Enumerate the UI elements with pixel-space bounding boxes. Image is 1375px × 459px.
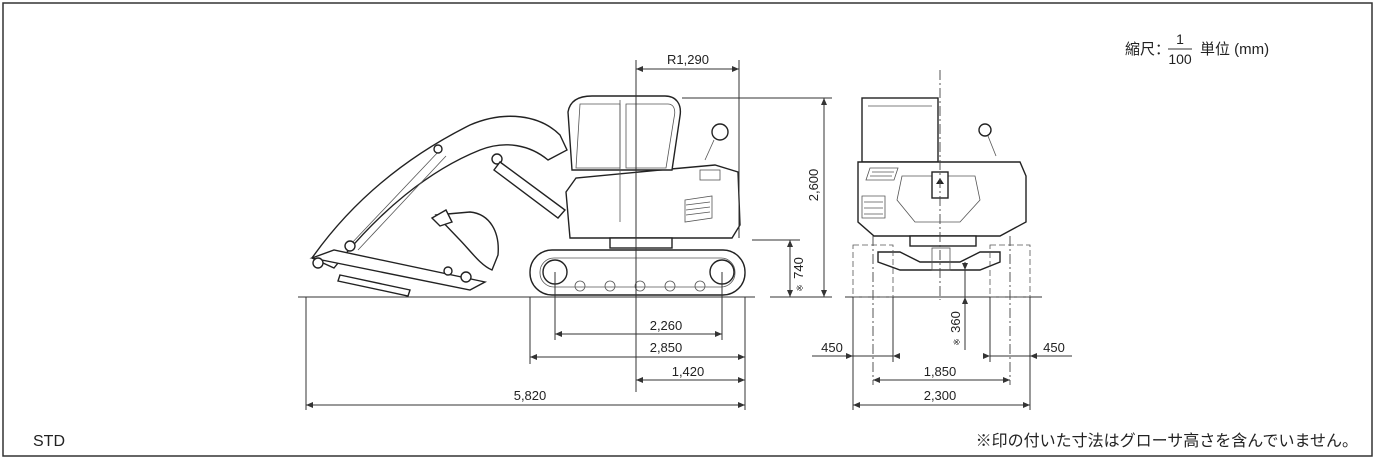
- bucket: [434, 211, 499, 271]
- dim-crawler-length: 2,850: [650, 340, 683, 355]
- dim-shoe-right: 450: [1043, 340, 1065, 355]
- upper-structure: [565, 164, 741, 239]
- mirror: [711, 123, 729, 141]
- variant-label: STD: [33, 433, 65, 450]
- dim-gauge: 1,850: [924, 364, 957, 379]
- dim-overall-length: 5,820: [514, 388, 547, 403]
- scale-unit: 単位 (mm): [1200, 41, 1269, 58]
- dim-ground-clearance: 360: [948, 311, 963, 333]
- scale-denominator: 100: [1168, 51, 1192, 67]
- excavator-front-view: [852, 97, 1031, 298]
- dim-radius: R1,290: [667, 52, 709, 67]
- dim-shoe-left: 450: [821, 340, 843, 355]
- front-body: [857, 161, 1027, 237]
- clearance-mark: ※: [795, 284, 805, 292]
- arm: [309, 249, 488, 291]
- dim-tumbler: 2,260: [650, 318, 683, 333]
- dim-clearance: 740: [791, 257, 806, 279]
- footnote: ※印の付いた寸法はグローサ高さを含んでいません。: [976, 432, 1358, 450]
- scale-label: 縮尺：: [1125, 41, 1170, 58]
- arm-cylinder: [493, 161, 567, 219]
- cab: [567, 95, 682, 171]
- ground-clearance-mark: ※: [952, 338, 962, 346]
- dim-overall-width: 2,300: [924, 388, 957, 403]
- excavator-side-view: [309, 95, 746, 297]
- front-mirror: [978, 123, 992, 137]
- front-cab: [861, 97, 939, 163]
- crawler-track: [529, 249, 746, 296]
- front-frame: [877, 251, 1001, 271]
- dim-tail: 1,420: [672, 364, 705, 379]
- dim-height: 2,600: [806, 169, 821, 202]
- scale-numerator: 1: [1176, 31, 1184, 47]
